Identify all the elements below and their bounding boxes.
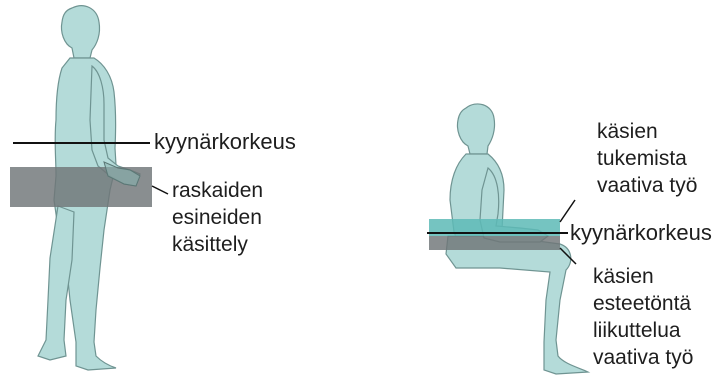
heavy-items-label-line-3: käsittely [172,233,248,257]
free-movement-label-line-2: esteetöntä [593,292,691,316]
sitting-legs [446,236,588,374]
free-movement-label-line-3: liikuttelua [593,319,681,343]
standing-elbow-height-label: kyynärkorkeus [154,130,296,154]
sitting-elbow-height-label: kyynärkorkeus [570,221,712,245]
arm-support-label-line-2: tukemista [597,147,687,171]
arm-support-label-line-3: vaativa työ [597,174,697,198]
standing-back-leg [38,206,74,360]
heavy-items-label-line-2: esineiden [172,206,262,230]
free-movement-label-line-4: vaativa työ [593,346,693,370]
sitting-head [457,104,494,154]
arm-support-pointer [560,200,575,222]
arm-support-label-line-1: käsien [597,120,658,144]
standing-head [61,6,99,58]
standing-zone-pointer [152,186,168,194]
sitting-free-movement-zone [429,236,560,250]
heavy-items-label-line-1: raskaiden [172,179,263,203]
free-movement-label-line-1: käsien [593,265,654,289]
